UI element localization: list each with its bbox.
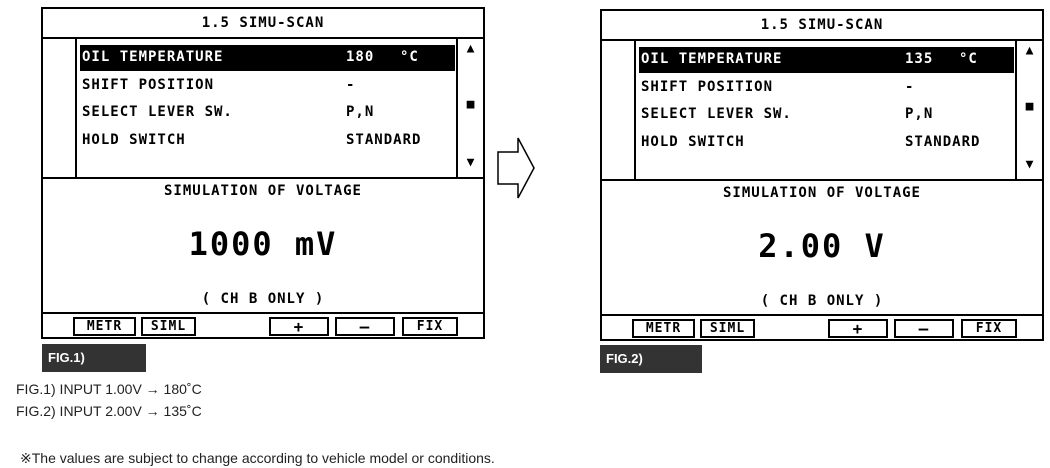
item-label: SHIFT POSITION (82, 77, 215, 93)
triangle-down-icon[interactable]: ▼ (1025, 157, 1034, 172)
list-item-select-lever[interactable]: SELECT LEVER SW. P,N (80, 100, 455, 126)
triangle-up-icon[interactable]: ▲ (1025, 43, 1034, 58)
caption-fig1: FIG.1) INPUT 1.00V → 180˚C (16, 381, 202, 397)
data-list: OIL TEMPERATURE 180 °C SHIFT POSITION - … (75, 37, 458, 177)
caption-fig2: FIG.2) INPUT 2.00V → 135˚C (16, 403, 202, 419)
triangle-up-icon[interactable]: ▲ (466, 41, 475, 56)
simulation-panel: SIMULATION OF VOLTAGE 2.00 V ( CH B ONLY… (602, 179, 1042, 314)
fix-button[interactable]: FIX (402, 317, 458, 336)
disclaimer-note: ※The values are subject to change accord… (20, 450, 495, 466)
data-list: OIL TEMPERATURE 135 °C SHIFT POSITION - … (634, 39, 1017, 179)
list-item-hold-switch[interactable]: HOLD SWITCH STANDARD (639, 130, 1014, 156)
item-value: 180 (346, 49, 375, 65)
siml-button[interactable]: SIML (700, 319, 755, 338)
item-value: STANDARD (905, 134, 981, 150)
simulation-title: SIMULATION OF VOLTAGE (163, 183, 362, 199)
fix-button[interactable]: FIX (961, 319, 1017, 338)
item-label: SHIFT POSITION (641, 79, 774, 95)
scrollbar[interactable]: ▲ ■ ▼ (1017, 39, 1042, 179)
item-unit: °C (400, 49, 419, 65)
plus-button[interactable]: + (828, 319, 888, 338)
item-unit: °C (959, 51, 978, 67)
item-label: OIL TEMPERATURE (82, 49, 224, 65)
list-item-oil-temperature[interactable]: OIL TEMPERATURE 135 °C (639, 47, 1014, 73)
list-item-oil-temperature[interactable]: OIL TEMPERATURE 180 °C (80, 45, 455, 71)
item-label: OIL TEMPERATURE (641, 51, 783, 67)
item-value: 135 (905, 51, 934, 67)
item-label: HOLD SWITCH (641, 134, 745, 150)
plus-button[interactable]: + (269, 317, 329, 336)
item-value: - (905, 79, 915, 95)
item-label: SELECT LEVER SW. (641, 106, 792, 122)
screen-title: 1.5 SIMU-SCAN (602, 11, 1042, 41)
list-item-select-lever[interactable]: SELECT LEVER SW. P,N (639, 102, 1014, 128)
function-key-bar: METR SIML + — FIX (43, 312, 483, 337)
screen-title: 1.5 SIMU-SCAN (43, 9, 483, 39)
item-value: P,N (346, 104, 375, 120)
item-label: HOLD SWITCH (82, 132, 186, 148)
item-value: P,N (905, 106, 934, 122)
simulation-value: 1000 mV (188, 225, 338, 263)
list-item-shift-position[interactable]: SHIFT POSITION - (80, 73, 455, 99)
simulation-note: ( CH B ONLY ) (201, 291, 325, 307)
minus-button[interactable]: — (335, 317, 395, 336)
square-icon[interactable]: ■ (466, 97, 475, 112)
metr-button[interactable]: METR (73, 317, 136, 336)
scan-screen-fig1: 1.5 SIMU-SCAN OIL TEMPERATURE 180 °C SHI… (41, 7, 485, 339)
metr-button[interactable]: METR (632, 319, 695, 338)
item-label: SELECT LEVER SW. (82, 104, 233, 120)
item-value: STANDARD (346, 132, 422, 148)
simulation-note: ( CH B ONLY ) (760, 293, 884, 309)
fig-label-1: FIG.1) (42, 344, 146, 372)
function-key-bar: METR SIML + — FIX (602, 314, 1042, 339)
simulation-panel: SIMULATION OF VOLTAGE 1000 mV ( CH B ONL… (43, 177, 483, 312)
right-arrow-icon (497, 137, 535, 199)
scrollbar[interactable]: ▲ ■ ▼ (458, 37, 483, 177)
list-item-hold-switch[interactable]: HOLD SWITCH STANDARD (80, 128, 455, 154)
square-icon[interactable]: ■ (1025, 99, 1034, 114)
item-value: - (346, 77, 356, 93)
simulation-value: 2.00 V (758, 227, 886, 265)
siml-button[interactable]: SIML (141, 317, 196, 336)
fig-label-2: FIG.2) (600, 345, 702, 373)
list-item-shift-position[interactable]: SHIFT POSITION - (639, 75, 1014, 101)
simulation-title: SIMULATION OF VOLTAGE (722, 185, 921, 201)
triangle-down-icon[interactable]: ▼ (466, 155, 475, 170)
minus-button[interactable]: — (894, 319, 954, 338)
scan-screen-fig2: 1.5 SIMU-SCAN OIL TEMPERATURE 135 °C SHI… (600, 9, 1044, 341)
